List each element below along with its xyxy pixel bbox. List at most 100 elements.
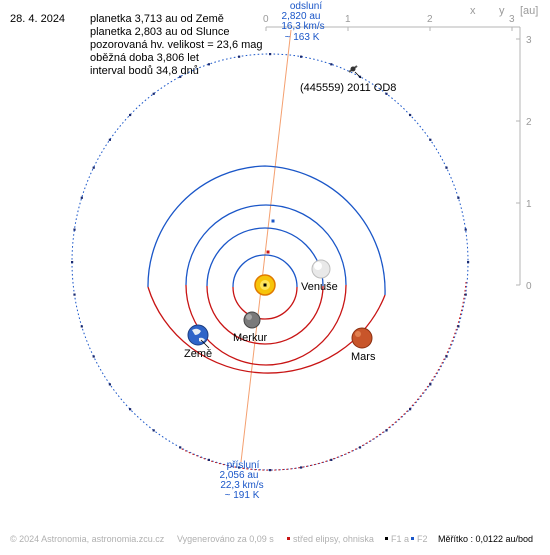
venus-label: Venuše (301, 281, 338, 293)
perihelion-title: přísluní (227, 460, 260, 471)
mercury-icon (243, 311, 261, 329)
venus-icon (311, 259, 331, 279)
orbit-position-dot (152, 92, 155, 95)
info-distance-sun: planetka 2,803 au od Slunce (90, 26, 229, 38)
x-tick-label: 2 (427, 14, 433, 25)
focus-f2-marker (271, 219, 275, 223)
mars-label: Mars (351, 351, 376, 363)
perihelion-info: přísluní 2,056 au 22,3 km/s ~ 191 K (220, 460, 264, 501)
orbit-position-dot (464, 293, 467, 296)
orbit-position-dot (108, 138, 111, 141)
orbit-position-dot (330, 458, 333, 461)
orbit-position-dot (300, 55, 303, 58)
orbit-position-dot (238, 55, 241, 58)
orbit-position-dot (385, 92, 388, 95)
earth-orbit (185, 204, 347, 366)
orbit-position-dot (457, 325, 460, 328)
footer-scale: Měřítko : 0,0122 au/bod (438, 534, 533, 544)
info-magnitude: pozorovaná hv. velikost = 23,6 mag (90, 39, 263, 51)
mercury-label: Merkur (233, 332, 268, 344)
legend-center-swatch (287, 537, 290, 540)
earth-label: Země (184, 348, 212, 360)
footer-generated: Vygenerováno za 0,09 s (177, 534, 274, 544)
orbit-position-dot (238, 466, 241, 469)
orbit-position-dot (92, 355, 95, 358)
info-period: oběžná doba 3,806 let (90, 52, 199, 64)
orbit-position-dot (269, 53, 272, 56)
legend-f2-label: F2 (417, 534, 428, 544)
perihelion-distance: 2,056 au (220, 470, 259, 481)
orbit-position-dot (330, 63, 333, 66)
aphelion-speed: 16,3 km/s (281, 21, 324, 32)
orbit-position-dot (429, 138, 432, 141)
orbit-position-dot (445, 355, 448, 358)
x-tick-label: 1 (345, 14, 351, 25)
date-label: 28. 4. 2024 (10, 13, 65, 25)
aphelion-info: odsluní 2,820 au 16,3 km/s ~ 163 K (281, 1, 324, 43)
orbit-position-dot (71, 261, 74, 264)
x-tick-label: 0 (263, 14, 269, 25)
apsis-line (240, 29, 292, 463)
y-ticks (516, 38, 520, 286)
orbit-position-dot (179, 75, 182, 78)
orbit-position-dot (409, 113, 412, 117)
asteroid-position-points (71, 53, 470, 472)
orbit-position-dot (73, 293, 76, 296)
legend-f1-label: F1 a (391, 534, 409, 544)
orbit-position-dot (129, 113, 132, 117)
x-tick-label: 3 (509, 14, 515, 25)
orbit-position-dot (385, 429, 388, 432)
orbit-position-dot (108, 383, 111, 386)
y-tick-label: 0 (526, 281, 532, 292)
orbit-position-dot (269, 469, 272, 472)
aphelion-temperature: ~ 163 K (285, 32, 320, 43)
orbit-position-dot (464, 228, 467, 231)
earth-icon (187, 324, 209, 346)
y-tick-label: 1 (526, 199, 532, 210)
orbit-position-dot (73, 228, 76, 231)
orbit-position-dot (152, 429, 155, 432)
x-axis-label: x (470, 5, 476, 17)
info-distance-earth: planetka 3,713 au od Země (90, 13, 224, 25)
legend-f2-swatch (411, 537, 414, 540)
orbit-position-dot (207, 458, 210, 461)
legend-center-label: střed elipsy, ohniska (293, 534, 374, 544)
legend-f1-swatch (385, 537, 388, 540)
y-axis-label: y (499, 5, 505, 17)
perihelion-speed: 22,3 km/s (220, 480, 263, 491)
mercury-orbit (232, 254, 298, 320)
orbit-position-dot (429, 383, 432, 386)
orbit-position-dot (179, 446, 182, 449)
sun-icon (254, 274, 276, 296)
orbit-position-dot (445, 166, 448, 169)
asteroid-orbit-below-ecliptic (179, 281, 467, 471)
orbit-position-dot (300, 466, 303, 469)
axis-unit-label: [au] (520, 5, 538, 17)
orbit-position-dot (80, 196, 83, 199)
orbit-position-dot (92, 166, 95, 169)
y-tick-label: 2 (526, 117, 532, 128)
orbit-position-dot (129, 408, 132, 411)
info-point-interval: interval bodů 34,8 dnů (90, 65, 199, 77)
footer-copyright: © 2024 Astronomia, astronomia.zcu.cz (10, 534, 165, 544)
asteroid-orbit (71, 53, 469, 471)
asteroid-name: (445559) 2011 OD8 (300, 82, 396, 94)
x-ticks (265, 27, 513, 31)
orbit-position-dot (457, 196, 460, 199)
ellipse-center-marker (266, 250, 270, 254)
asteroid-icon (348, 65, 358, 73)
aphelion-title: odsluní (290, 1, 322, 12)
orbit-position-dot (358, 446, 362, 449)
orbit-position-dot (80, 325, 83, 328)
perihelion-temperature: ~ 191 K (225, 490, 260, 501)
orbit-position-dot (409, 408, 412, 411)
mars-icon (351, 327, 373, 349)
earth-pointer (200, 339, 210, 349)
orbit-position-dot (207, 63, 210, 66)
asteroid-pointer (354, 71, 362, 79)
aphelion-distance: 2,820 au (282, 11, 321, 22)
y-tick-label: 3 (526, 35, 532, 46)
orbit-position-dot (467, 261, 470, 264)
